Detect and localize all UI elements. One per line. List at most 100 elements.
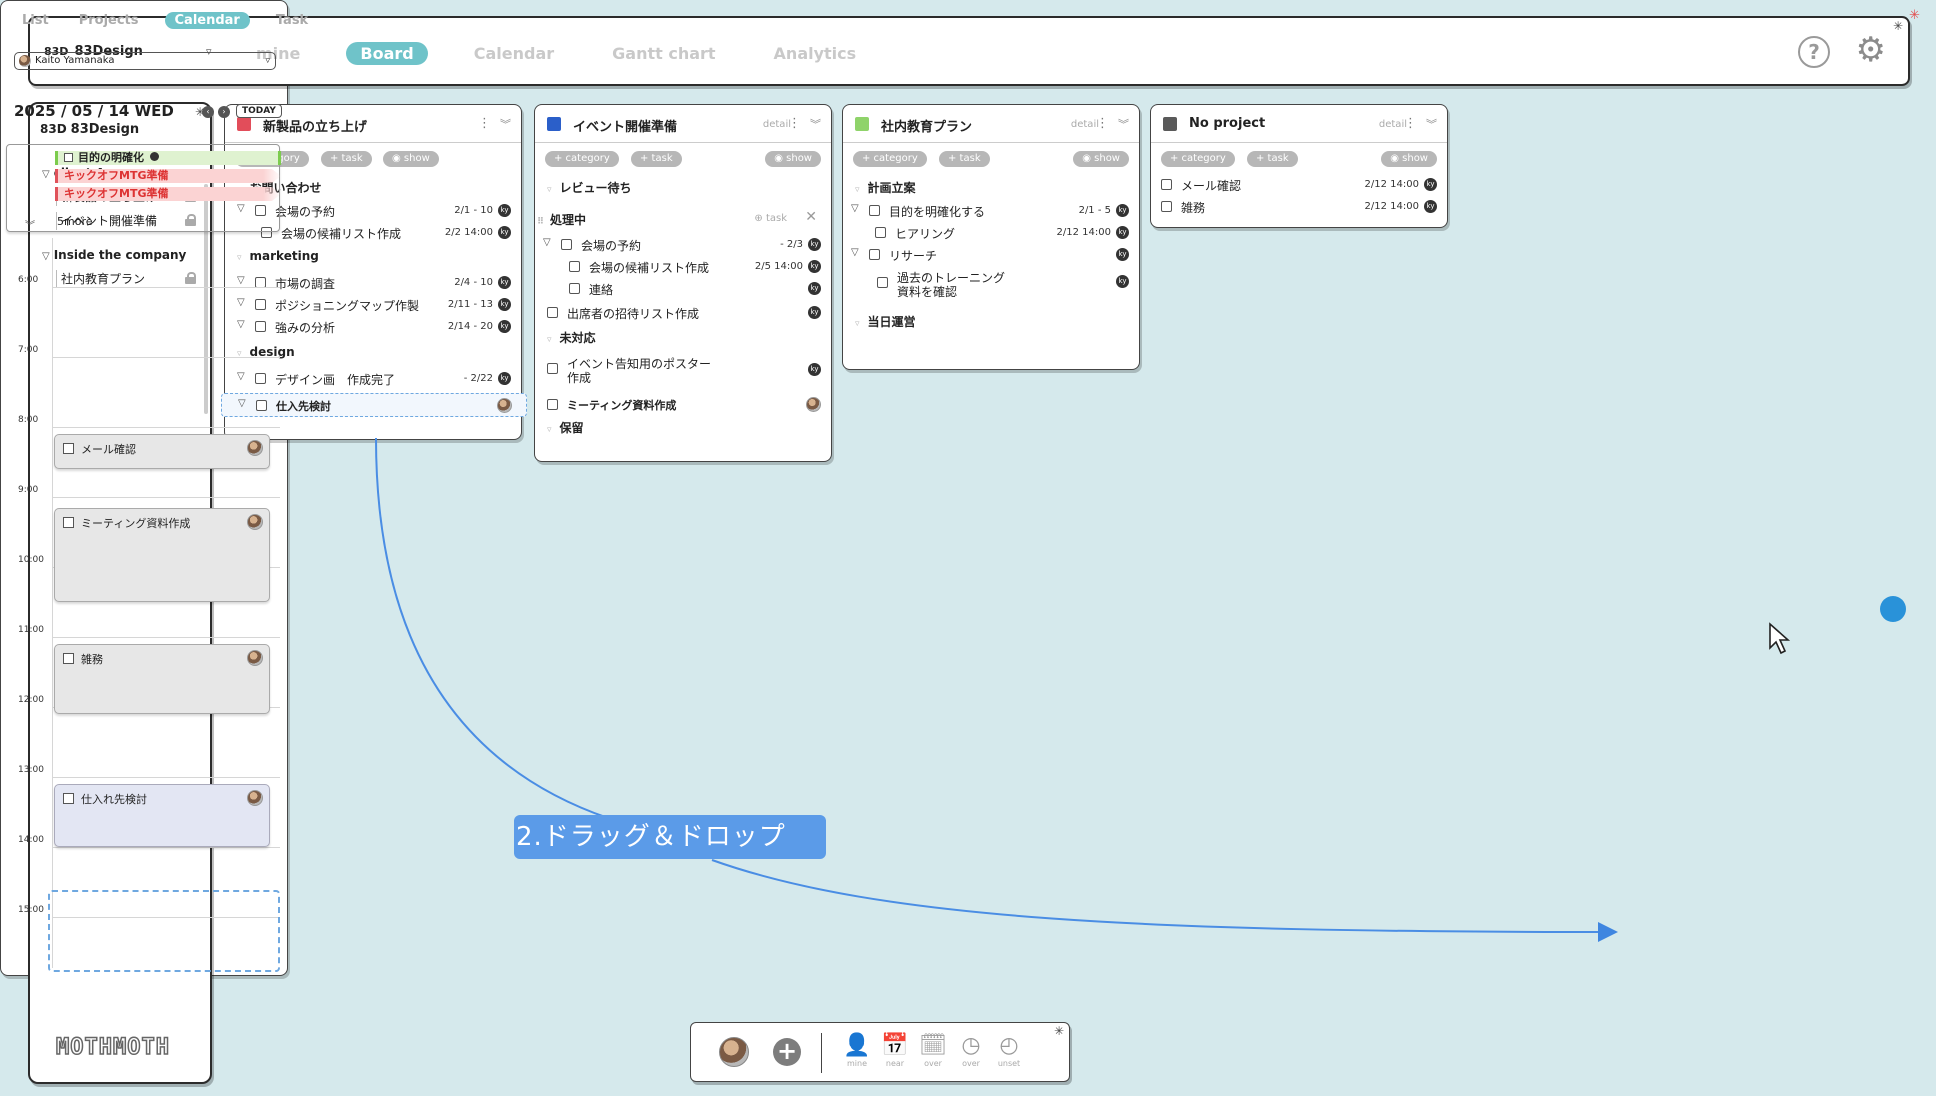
task-checkbox[interactable] [64, 153, 73, 162]
sidebar-scrollbar[interactable] [204, 184, 208, 414]
caret-icon[interactable]: ▿ [547, 185, 552, 195]
add-task-inline[interactable]: ⊕ task [754, 213, 787, 224]
task-row[interactable]: メール確認 2/12 14:00 ky [1151, 175, 1447, 195]
category-header[interactable]: ▿未対応 [547, 329, 596, 349]
task-checkbox[interactable] [869, 249, 880, 260]
more-vertical-icon[interactable]: ⋮ [788, 116, 801, 131]
add-task-button[interactable]: + task [321, 151, 372, 167]
task-checkbox[interactable] [255, 373, 266, 384]
floating-action-dot[interactable] [1880, 596, 1906, 622]
caret-down-icon[interactable]: ▽ [237, 297, 245, 308]
caret-down-icon[interactable]: ▽ [42, 251, 50, 262]
show-button[interactable]: ◉ show [1073, 151, 1129, 167]
task-row[interactable]: ▽ 会場の予約 - 2/3 ky [535, 235, 831, 255]
prev-day-icon[interactable]: ‹ [202, 106, 214, 118]
task-row[interactable]: ▽ リサーチ ky [843, 245, 1139, 265]
calendar-event[interactable]: メール確認 [54, 434, 270, 469]
category-header[interactable]: ▿レビュー待ち [547, 179, 632, 199]
all-day-event[interactable]: 目的の明確化 [55, 151, 281, 165]
task-checkbox[interactable] [1161, 179, 1172, 190]
caret-down-icon[interactable]: ▽ [237, 275, 245, 286]
dropped-calendar-event[interactable]: 仕入れ先検討 [54, 784, 270, 847]
more-vertical-icon[interactable]: ⋮ [1096, 116, 1109, 131]
task-checkbox[interactable] [63, 793, 74, 804]
add-task-button[interactable]: + task [631, 151, 682, 167]
task-checkbox[interactable] [255, 299, 266, 310]
sidebar-item-event-prep[interactable]: イベント開催準備 [56, 212, 196, 230]
task-checkbox[interactable] [869, 205, 880, 216]
gear-icon[interactable]: ⚙ [1855, 30, 1886, 70]
task-row[interactable]: 雑務 2/12 14:00 ky [1151, 197, 1447, 217]
detail-link[interactable]: detail [762, 119, 791, 130]
tab-list[interactable]: List [22, 13, 49, 28]
collapse-icon[interactable]: ︾ [810, 118, 821, 131]
subtask-row[interactable]: 会場の候補リスト作成 2/5 14:00 ky [535, 257, 831, 277]
subtask-row[interactable]: 過去のトレーニング 資料を確認 ky [843, 267, 1139, 301]
add-category-button[interactable]: + category [853, 151, 927, 167]
task-checkbox[interactable] [569, 261, 580, 272]
more-vertical-icon[interactable]: ⋮ [478, 116, 491, 131]
task-row[interactable]: ▽ 目的を明確化する 2/1 - 5 ky [843, 201, 1139, 221]
category-header[interactable]: ▿当日運営 [855, 313, 916, 333]
more-vertical-icon[interactable]: ⋮ [1404, 116, 1417, 131]
caret-down-icon[interactable]: ▽ [237, 371, 245, 382]
detail-link[interactable]: detail [1378, 119, 1407, 130]
task-checkbox[interactable] [256, 400, 267, 411]
task-row[interactable]: ミーティング資料作成 [535, 395, 831, 415]
next-day-icon[interactable]: › [218, 106, 230, 118]
subtask-row[interactable]: 会場の候補リスト作成 2/2 14:00 ky [225, 223, 521, 243]
filter-unset-button[interactable]: ◴unset [993, 1033, 1025, 1068]
collapse-icon[interactable]: ︾ [1426, 118, 1437, 131]
task-checkbox[interactable] [569, 283, 580, 294]
add-circle-icon[interactable]: + [773, 1038, 801, 1066]
expand-icon[interactable]: ︾ [25, 221, 35, 232]
caret-down-icon[interactable]: ▽ [543, 237, 551, 248]
caret-icon[interactable]: ▿ [237, 349, 242, 359]
task-checkbox[interactable] [547, 307, 558, 318]
filter-mine-button[interactable]: 👤mine [841, 1033, 873, 1068]
sidebar-group-inside-company[interactable]: ▽Inside the company [42, 248, 186, 262]
caret-icon[interactable]: ▿ [855, 185, 860, 195]
tab-task[interactable]: Task [275, 13, 309, 28]
pin-icon[interactable]: ✳ [1892, 19, 1903, 33]
task-checkbox[interactable] [547, 399, 558, 410]
sidebar-item-training-plan[interactable]: 社内教育プラン [56, 270, 196, 288]
avatar[interactable] [719, 1037, 749, 1067]
detail-link[interactable]: detail [1070, 119, 1099, 130]
chevron-down-icon[interactable]: ▿ [206, 45, 212, 58]
add-task-button[interactable]: + task [939, 151, 990, 167]
task-checkbox[interactable] [255, 321, 266, 332]
tab-projects[interactable]: Projects [78, 13, 139, 28]
task-checkbox[interactable] [877, 277, 888, 288]
caret-down-icon[interactable]: ▽ [237, 319, 245, 330]
collapse-icon[interactable]: ︾ [1118, 118, 1129, 131]
task-row[interactable]: ▽ 市場の調査 2/4 - 10 ky [225, 273, 521, 293]
task-row[interactable]: ▽ 会場の予約 2/1 - 10 ky [225, 201, 521, 221]
task-checkbox[interactable] [561, 239, 572, 250]
calendar-event[interactable]: ミーティング資料作成 [54, 507, 270, 602]
add-category-button[interactable]: + category [545, 151, 619, 167]
task-checkbox[interactable] [255, 205, 266, 216]
pin-icon[interactable]: ✳ [1909, 8, 1920, 23]
add-category-button[interactable]: + category [1161, 151, 1235, 167]
task-checkbox[interactable] [63, 516, 74, 528]
nav-mine[interactable]: mine [256, 44, 301, 63]
caret-icon[interactable]: ▿ [547, 425, 552, 435]
calendar-event[interactable]: 雑務 [54, 644, 270, 714]
subtask-row[interactable]: 連絡 ky [535, 279, 831, 299]
caret-icon[interactable]: ▿ [547, 335, 552, 345]
category-header[interactable]: ▿design [237, 345, 295, 365]
category-header-processing[interactable]: ⠿処理中 [537, 211, 586, 231]
today-button[interactable]: TODAY [236, 104, 282, 118]
dragging-task-row[interactable]: ▽ 仕入先検討 [221, 393, 527, 417]
all-day-event[interactable]: キックオフMTG準備 [55, 187, 281, 201]
task-row[interactable]: イベント告知用のポスター 作成 ky [535, 353, 831, 387]
category-header[interactable]: ▿計画立案 [855, 179, 916, 199]
show-button[interactable]: ◉ show [1381, 151, 1437, 167]
close-icon[interactable]: ✕ [805, 209, 817, 225]
tab-calendar[interactable]: Calendar [164, 12, 250, 29]
task-row[interactable]: 出席者の招待リスト作成 ky [535, 303, 831, 323]
pin-icon[interactable]: ✳ [1053, 1024, 1064, 1038]
nav-analytics[interactable]: Analytics [773, 44, 857, 63]
